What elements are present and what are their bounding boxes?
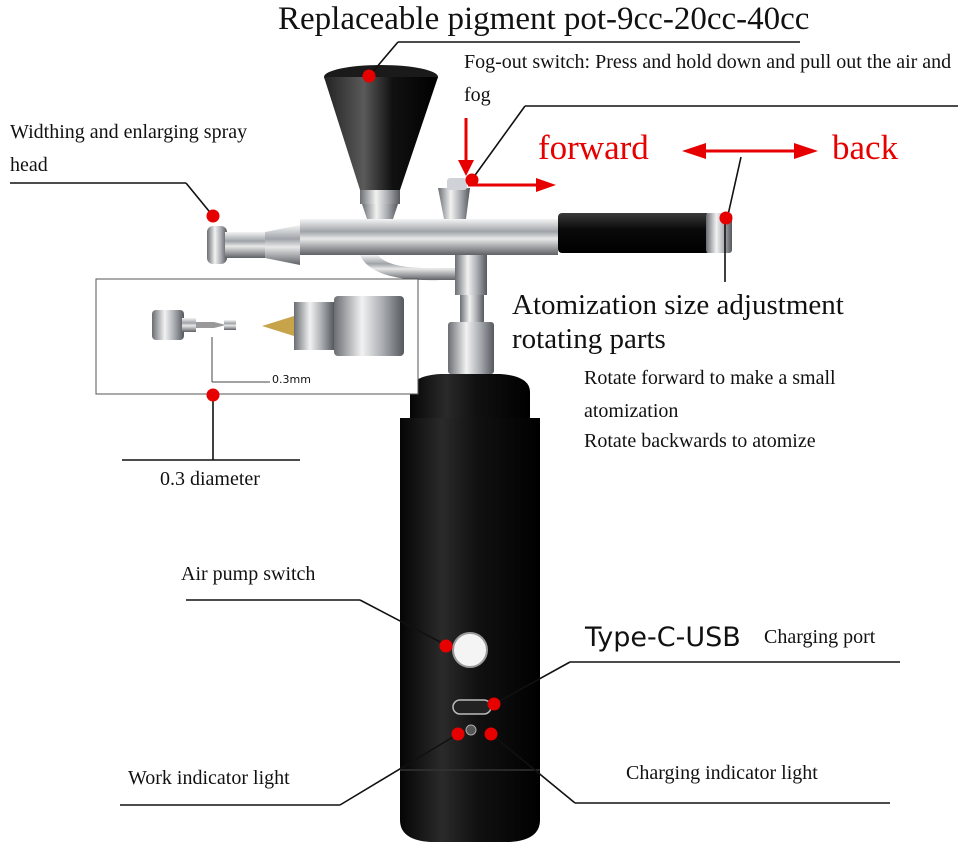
inset-measure-label: 0.3mm (272, 373, 311, 386)
marker-diameter (206, 388, 220, 402)
marker-air-pump (439, 639, 453, 653)
rotate-forward-note: Rotate forward to make a small atomizati… (584, 367, 836, 422)
pigment-pot-label: Replaceable pigment pot-9cc-20cc-40cc (278, 1, 810, 37)
marker-charging-light (484, 727, 498, 741)
pigment-cup (324, 65, 438, 222)
marker-work-light (451, 727, 465, 741)
direction-arrows (458, 118, 818, 192)
charging-port-label: Charging port (764, 626, 876, 648)
airbrush-barrel (207, 178, 732, 374)
marker-spray-head (206, 209, 220, 223)
leader-lines (10, 41, 958, 806)
air-pump-label: Air pump switch (181, 563, 316, 585)
spray-head-label: Widthing and enlarging spray head (10, 121, 248, 176)
fog-switch-label: Fog-out switch: Press and hold down and … (464, 51, 952, 106)
diameter-label: 0.3 diameter (160, 468, 260, 490)
back-label: back (832, 128, 899, 167)
marker-adjuster (719, 211, 733, 225)
type-c-label: Type-C-USB (585, 622, 741, 653)
rotate-backward-note: Rotate backwards to atomize (584, 430, 816, 452)
marker-pigment-pot (362, 69, 376, 83)
marker-fog-switch (465, 173, 479, 187)
forward-label: forward (538, 128, 649, 167)
compressor-body (400, 374, 540, 842)
atomization-title: Atomization size adjustment rotating par… (512, 289, 844, 355)
charging-light-label: Charging indicator light (626, 762, 818, 784)
nozzle-inset (95, 278, 419, 395)
markers (206, 69, 733, 741)
work-light-label: Work indicator light (128, 767, 290, 789)
marker-usb-port (487, 697, 501, 711)
